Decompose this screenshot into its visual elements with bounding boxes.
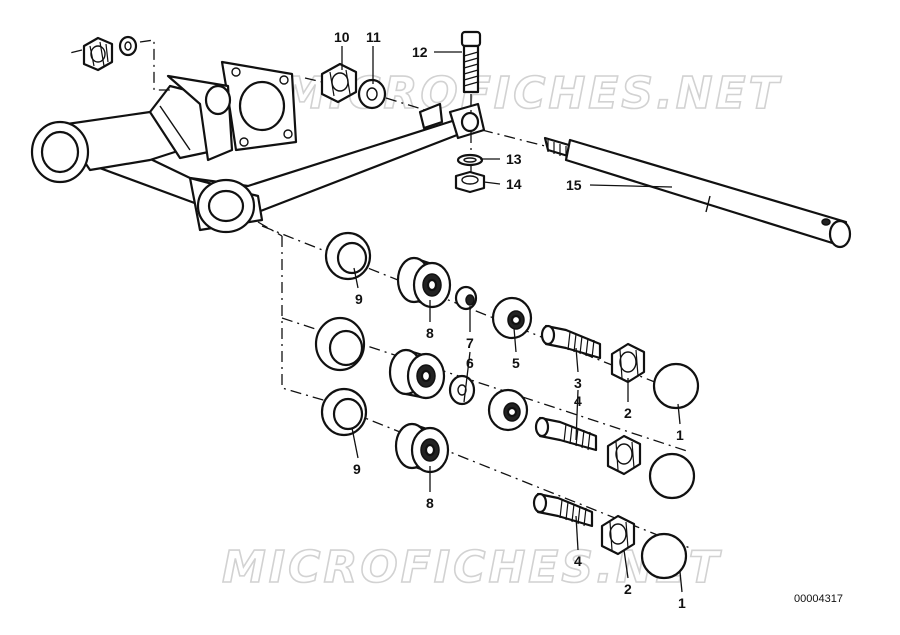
callout-15: 15 (566, 177, 582, 193)
nut-2-row1 (610, 342, 646, 384)
nut-top-left (82, 36, 114, 72)
bolt-12 (460, 30, 482, 94)
callout-2-row1: 2 (624, 405, 632, 421)
callout-3: 3 (574, 375, 582, 391)
adjusting-screw-3 (540, 324, 602, 360)
callout-8-row1: 8 (426, 325, 434, 341)
sleeve-7 (454, 285, 478, 311)
seal-ring-row2 (314, 316, 366, 372)
callout-14: 14 (506, 176, 522, 192)
axle-15 (543, 136, 852, 249)
bearing-5 (491, 296, 533, 340)
washer-6 (448, 374, 476, 406)
bearing-8-row3 (394, 422, 450, 474)
callout-7: 7 (466, 335, 474, 351)
callout-9-row1: 9 (355, 291, 363, 307)
bearing-row2 (388, 348, 446, 400)
callout-1-row1: 1 (676, 427, 684, 443)
seal-ring-9-row1 (324, 231, 372, 281)
callout-2-row3: 2 (624, 581, 632, 597)
washer-11 (357, 78, 387, 110)
swing-arm (30, 60, 486, 234)
callout-4-row2: 4 (574, 393, 582, 409)
callout-6: 6 (466, 355, 474, 371)
callout-12: 12 (412, 44, 428, 60)
callout-4-row3: 4 (574, 553, 582, 569)
callout-1-row3: 1 (678, 595, 686, 611)
callout-9-row3: 9 (353, 461, 361, 477)
bearing-row2-right (487, 388, 529, 432)
callout-5: 5 (512, 355, 520, 371)
watermark-bottom: MICROFICHES.NET (222, 542, 722, 593)
cap-row2 (648, 452, 696, 500)
callout-11: 11 (366, 29, 381, 45)
nut-2-row3 (600, 514, 636, 556)
cap-1-row3 (640, 532, 688, 580)
leader-lines (341, 46, 683, 593)
bearing-8-row1 (396, 256, 452, 309)
adjusting-screw-4-row2 (534, 416, 598, 452)
drawing-code: 00004317 (794, 593, 843, 605)
callout-13: 13 (506, 151, 522, 167)
callout-labels: 10 11 12 13 14 15 9 8 7 6 5 3 4 2 1 9 8 … (334, 29, 686, 611)
adjusting-screw-4-row3 (532, 492, 594, 528)
washer-top-left (118, 35, 138, 57)
seal-ring-9-row3 (320, 387, 368, 437)
nut-10 (320, 62, 358, 104)
callout-8-row3: 8 (426, 495, 434, 511)
callout-10: 10 (334, 29, 350, 45)
nut-14 (454, 170, 486, 194)
spring-washer-13 (456, 153, 484, 167)
cap-1-row1 (652, 362, 700, 410)
nut-row2 (606, 434, 642, 476)
